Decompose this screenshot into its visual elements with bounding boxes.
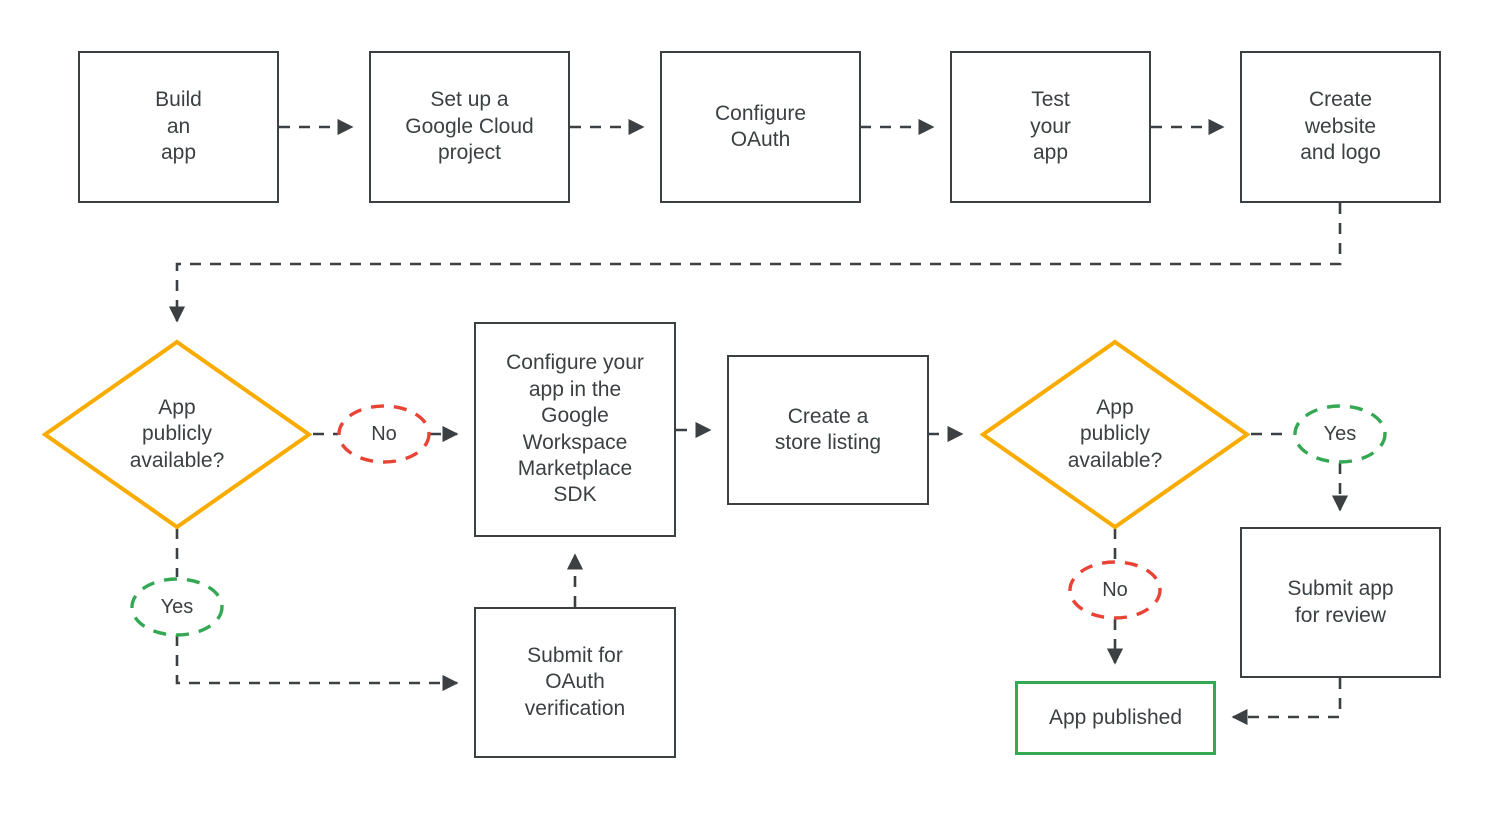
node-configure-app-in-marketplace-sdk[interactable]: Configure your app in the Google Workspa…: [474, 322, 676, 537]
edge-label-left-yes: Yes: [129, 576, 225, 638]
edge-label-text: Yes: [1320, 422, 1360, 446]
node-configure-oauth[interactable]: Configure OAuth: [660, 51, 861, 203]
edge-label-right-no: No: [1067, 559, 1163, 621]
decision-label: App publicly available?: [1067, 395, 1163, 472]
edge-label-text: No: [1099, 578, 1131, 602]
edge-decision-left-yes-b: [175, 635, 459, 692]
node-app-published[interactable]: App published: [1015, 681, 1216, 755]
edge-website-to-decision-left: [168, 203, 1342, 323]
node-submit-for-oauth-verification[interactable]: Submit for OAuth verification: [474, 607, 676, 758]
diamond-shape: [42, 339, 312, 530]
node-build-an-app[interactable]: Build an app: [78, 51, 279, 203]
decision-label: App publicly available?: [129, 395, 225, 472]
diamond-shape: [980, 339, 1250, 530]
edge-label-text: Yes: [157, 595, 197, 619]
node-create-website-and-logo[interactable]: Create website and logo: [1240, 51, 1441, 203]
edge-review-to-published: [1231, 678, 1342, 726]
node-set-up-google-cloud-project[interactable]: Set up a Google Cloud project: [369, 51, 570, 203]
node-create-store-listing[interactable]: Create a store listing: [727, 355, 929, 505]
edge-label-text: No: [368, 422, 400, 446]
node-decision-app-publicly-available-right[interactable]: App publicly available?: [980, 339, 1250, 530]
node-test-your-app[interactable]: Test your app: [950, 51, 1151, 203]
edge-label-left-no: No: [336, 403, 432, 465]
edge-label-right-yes: Yes: [1292, 403, 1388, 465]
node-submit-app-for-review[interactable]: Submit app for review: [1240, 527, 1441, 678]
node-decision-app-publicly-available-left[interactable]: App publicly available?: [42, 339, 312, 530]
